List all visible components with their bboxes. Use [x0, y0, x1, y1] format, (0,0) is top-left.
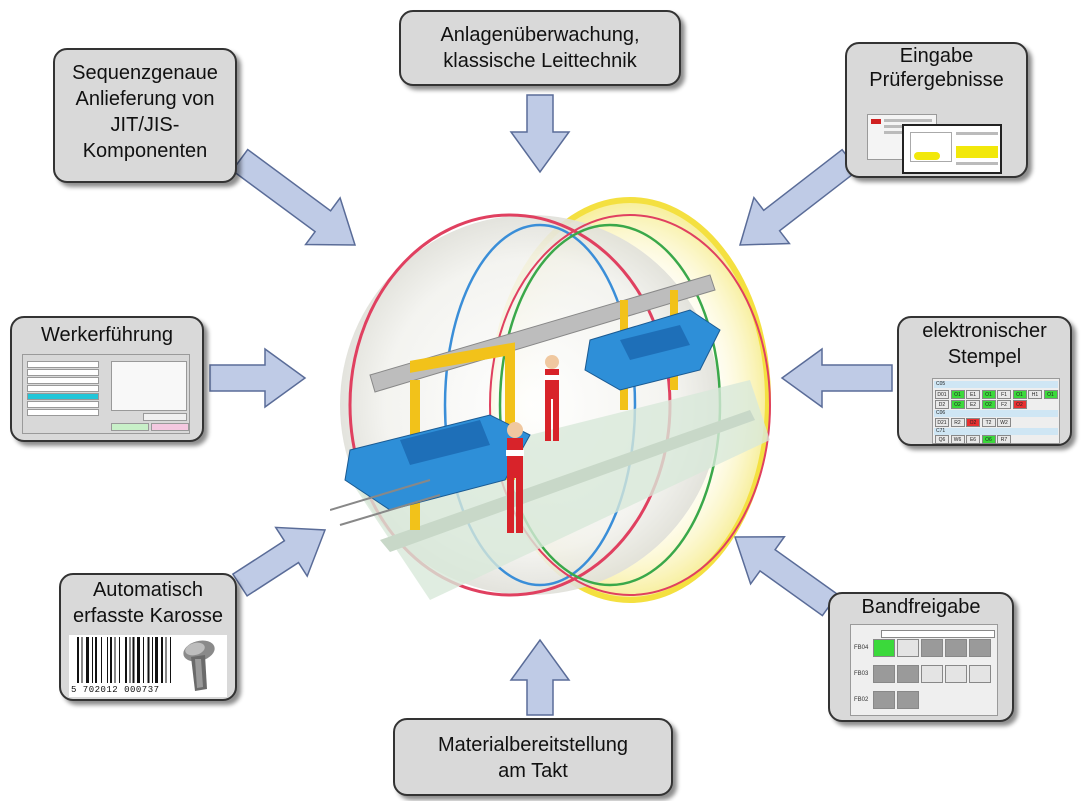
- release-cell: [945, 665, 967, 683]
- stamp-cell: O2: [981, 400, 996, 409]
- release-cell: [969, 639, 991, 657]
- release-row-label: FB04: [854, 645, 869, 651]
- box-worker-guidance-label: Werkerführung: [41, 324, 173, 346]
- box-material-supply: Materialbereitstellung am Takt: [393, 718, 673, 796]
- stamp-group-header: C71: [934, 428, 1058, 435]
- release-cell: [897, 691, 919, 709]
- release-cell: [969, 665, 991, 683]
- box-auto-body-capture: Automatisch erfasste Karosse 5 702012 00…: [59, 573, 237, 701]
- red-ring-right: [489, 214, 771, 596]
- blue-ring: [443, 223, 637, 587]
- stamp-cell: O2: [1012, 400, 1027, 409]
- stamp-cell: O1: [1012, 390, 1027, 399]
- arrow-from-bottom-left: [231, 526, 327, 597]
- barcode-scanner-image: 5 702012 000737: [69, 635, 227, 697]
- arrow-from-top: [509, 94, 571, 174]
- stamp-cell: E2: [966, 400, 980, 409]
- release-cell: [921, 639, 943, 657]
- barcode-icon: [77, 637, 171, 683]
- release-cell: [921, 665, 943, 683]
- worker-back: [544, 355, 560, 441]
- stamp-cell: D01: [935, 390, 949, 399]
- frame-post-mid: [505, 350, 515, 480]
- worker-front: [506, 422, 524, 533]
- release-cell: [945, 639, 967, 657]
- stamp-cell: O1: [1043, 390, 1058, 399]
- release-cell: [873, 691, 895, 709]
- stamp-cell: H1: [1028, 390, 1042, 399]
- box-material-supply-label: Materialbereitstellung am Takt: [437, 734, 629, 782]
- barcode-scanner-icon: [183, 640, 215, 691]
- assembly-line-illustration: [330, 197, 771, 603]
- stamp-cell: O2: [966, 418, 980, 427]
- stamp-cell: Q6: [935, 435, 949, 444]
- arrow-from-bottom: [509, 638, 571, 716]
- release-row-label: FB03: [854, 671, 869, 677]
- stamp-cell: D2: [935, 400, 949, 409]
- barcode-number: 5 702012 000737: [71, 685, 160, 695]
- stamp-cell: O6: [981, 435, 996, 444]
- stamp-group-header: C06: [934, 410, 1058, 417]
- stamp-group-header: C05: [934, 381, 1058, 388]
- stamp-cell: R7: [997, 435, 1011, 444]
- stamp-cell: R2: [950, 418, 965, 427]
- box-line-release-label: Bandfreigabe: [861, 596, 981, 618]
- arrow-from-top-right: [738, 148, 859, 246]
- arrow-from-mid-right: [780, 347, 893, 409]
- stamp-cell: F2: [997, 400, 1011, 409]
- box-electronic-stamp-label: elektronischer Stempel: [922, 320, 1047, 368]
- release-cell: [873, 665, 895, 683]
- box-auto-body-capture-label: Automatisch erfasste Karosse: [72, 579, 224, 627]
- stamp-cell: O2: [950, 400, 965, 409]
- box-test-results: Eingabe Prüfergebnisse: [845, 42, 1028, 178]
- stamp-cell: D21: [935, 418, 949, 427]
- box-plant-monitoring: Anlagenüberwachung, klassische Leittechn…: [399, 10, 681, 86]
- test-results-screenshot-front: [902, 124, 1002, 174]
- stamp-cell: O1: [950, 390, 965, 399]
- arrow-from-mid-left: [209, 347, 307, 409]
- stamp-cell: T2: [981, 418, 996, 427]
- release-cell: [873, 639, 895, 657]
- stamp-cell: W2: [997, 418, 1011, 427]
- stamp-cell: O1: [981, 390, 996, 399]
- box-worker-guidance: Werkerführung: [10, 316, 204, 442]
- stamp-cell: E6: [966, 435, 980, 444]
- box-test-results-label: Eingabe Prüfergebnisse: [869, 45, 1004, 91]
- stamp-cell: F1: [997, 390, 1011, 399]
- arrow-from-top-left: [231, 148, 357, 246]
- release-row-label: FB02: [854, 697, 869, 703]
- box-jit-delivery-label: Sequenzgenaue Anlieferung von JIT/JIS- K…: [72, 62, 218, 162]
- release-cell: [897, 639, 919, 657]
- release-cell: [897, 665, 919, 683]
- arrow-from-bottom-right: [733, 535, 839, 617]
- stamp-cell: E1: [966, 390, 980, 399]
- stamp-cell: W6: [950, 435, 965, 444]
- box-jit-delivery: Sequenzgenaue Anlieferung von JIT/JIS- K…: [53, 48, 237, 183]
- worker-guidance-screenshot: [22, 354, 190, 434]
- box-plant-monitoring-label: Anlagenüberwachung, klassische Leittechn…: [440, 24, 640, 72]
